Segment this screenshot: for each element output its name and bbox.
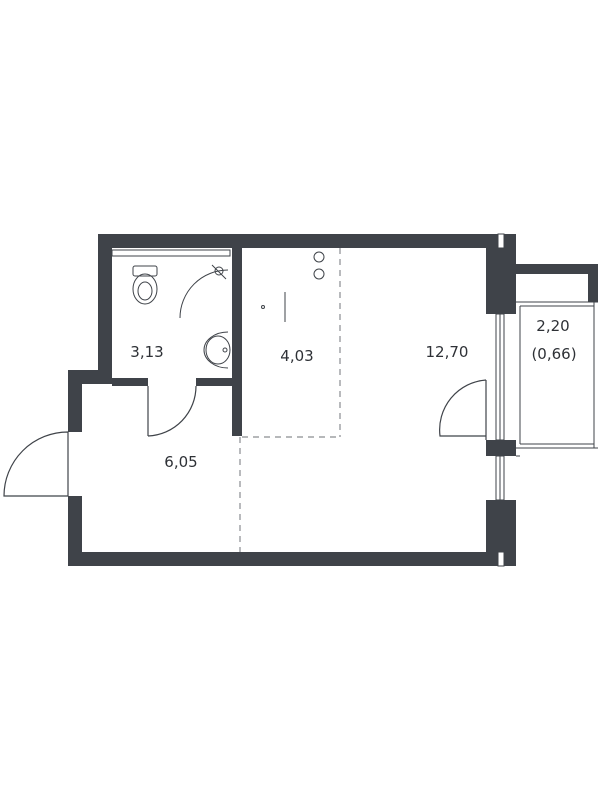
- kitchen-area-label: 4,03: [280, 347, 313, 365]
- balcony: [516, 264, 598, 457]
- interior-walls: [112, 248, 242, 436]
- zone-boundaries: [239, 248, 341, 552]
- shower-icon: [179, 264, 229, 319]
- stove-icon: [313, 251, 325, 280]
- balcony-area-label: 2,20: [536, 317, 569, 335]
- hallway-area-label: 6,05: [164, 453, 197, 471]
- windows: [111, 233, 505, 567]
- kitchen-sink-icon: [261, 292, 286, 322]
- doors: [3, 379, 487, 497]
- living-room-area-label: 12,70: [426, 343, 469, 361]
- toilet-icon: [132, 265, 158, 305]
- balcony-reduced-area-label: (0,66): [531, 345, 576, 363]
- bathroom-area-label: 3,13: [130, 343, 163, 361]
- sink-icon: [203, 331, 231, 369]
